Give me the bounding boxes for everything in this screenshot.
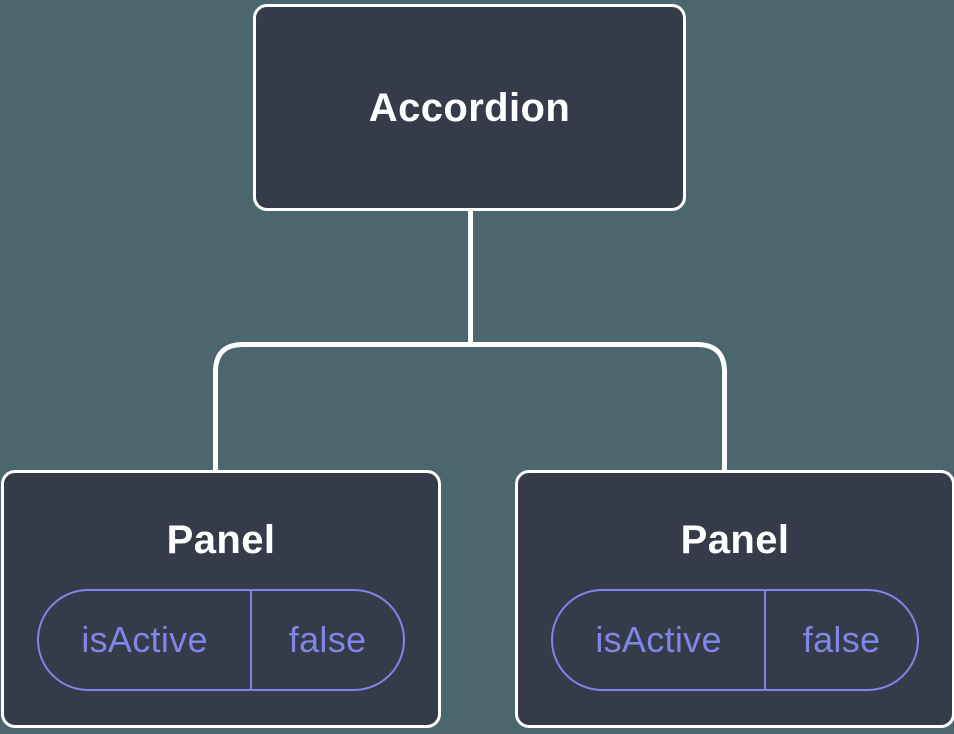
panel-node-right: Panel isActive false <box>515 470 954 728</box>
accordion-node: Accordion <box>253 4 686 211</box>
prop-pill: isActive false <box>551 589 919 691</box>
prop-value-false: false <box>288 619 367 660</box>
accordion-node-label: Accordion <box>368 85 571 130</box>
prop-name-isactive: isActive <box>553 591 767 689</box>
prop-pill: isActive false <box>37 589 405 691</box>
children-bracket-line <box>213 342 727 471</box>
prop-name-isactive: isActive <box>39 591 253 689</box>
panel-node-label: Panel <box>166 518 276 562</box>
panel-node-label: Panel <box>680 518 790 562</box>
prop-value-false: false <box>802 619 881 660</box>
panel-node-left: Panel isActive false <box>1 470 441 728</box>
